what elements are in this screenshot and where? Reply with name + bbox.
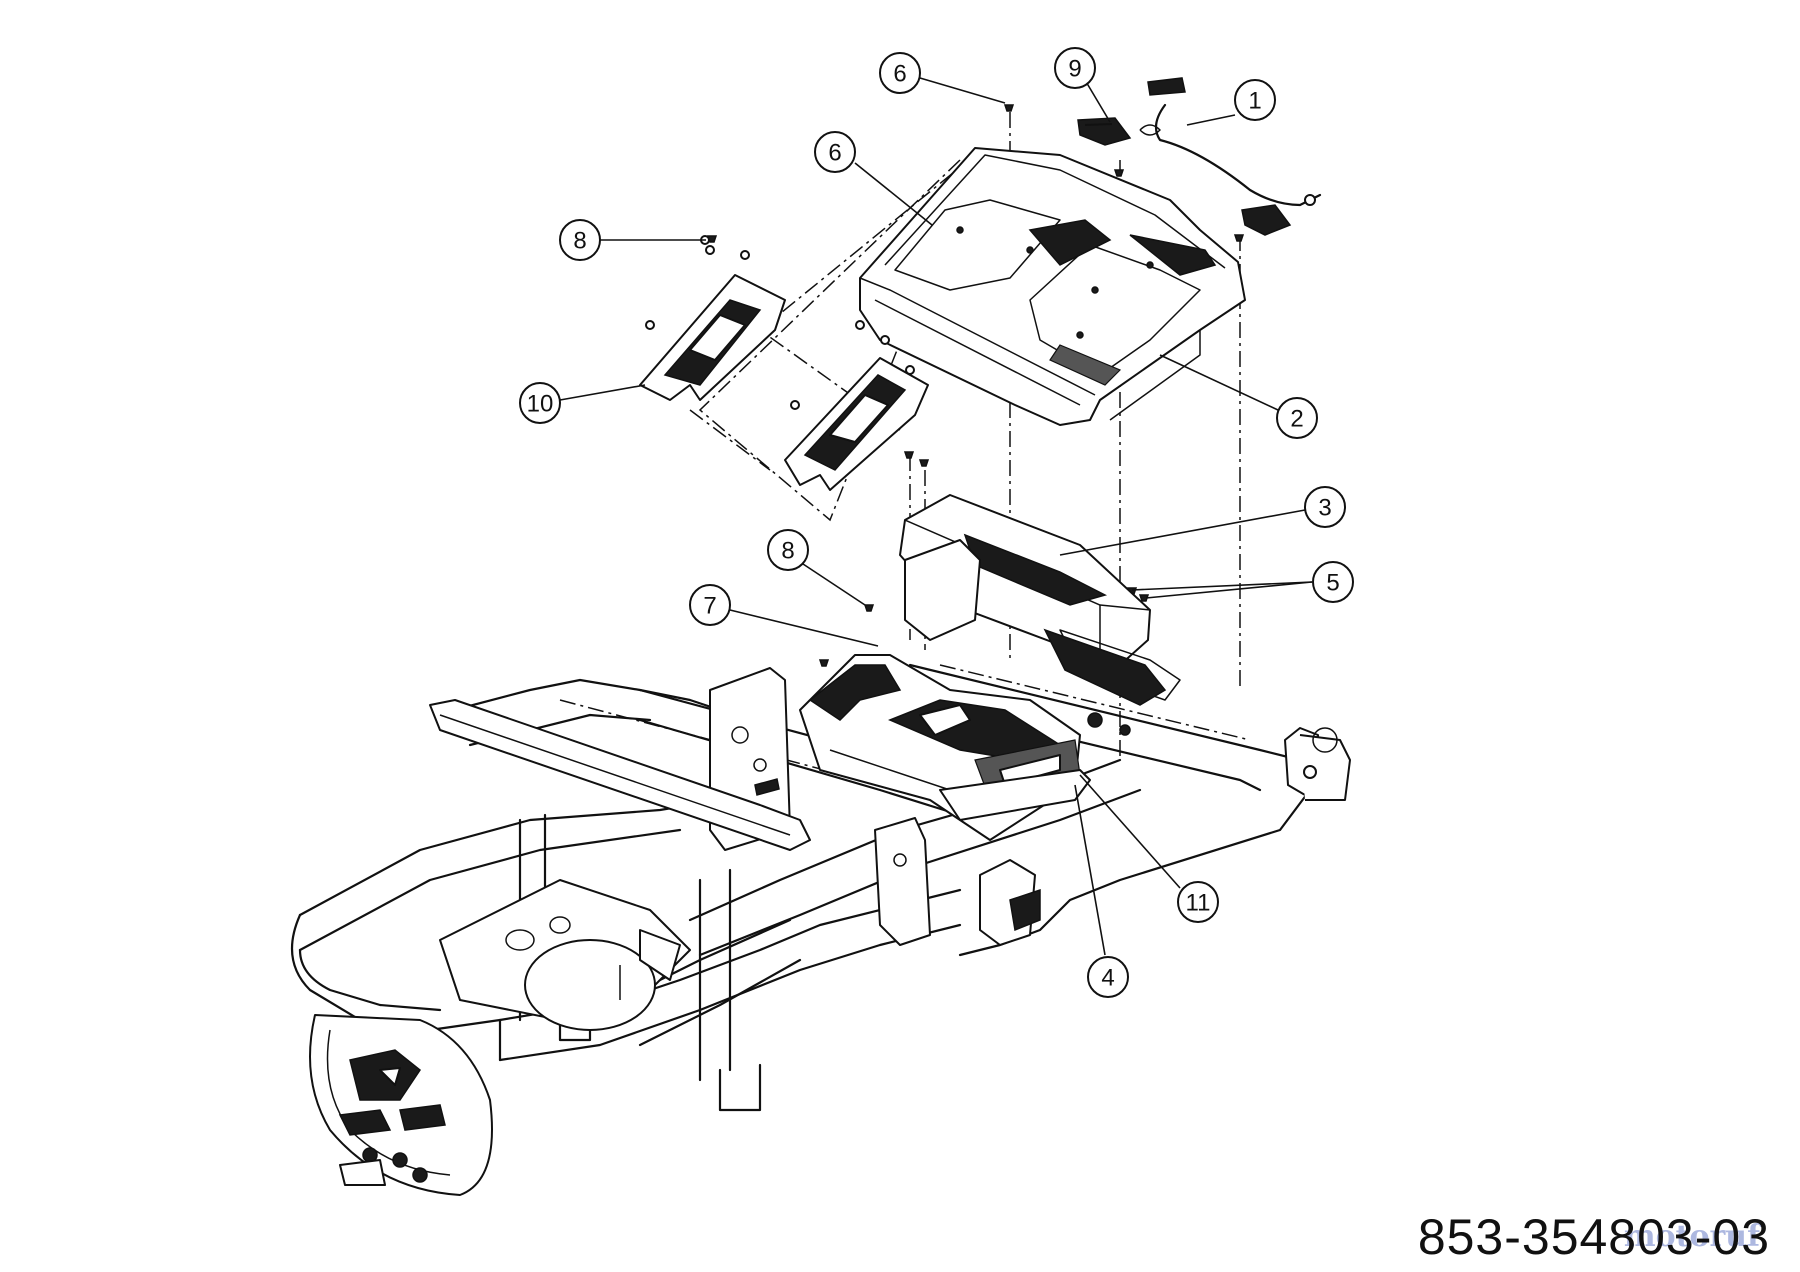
floor-cover-part-2 (859, 147, 1246, 426)
front-bumper-bar (429, 699, 811, 851)
svg-text:6: 6 (893, 61, 906, 88)
svg-text:8: 8 (573, 228, 586, 255)
svg-text:2: 2 (1290, 406, 1303, 433)
svg-text:5: 5 (1326, 570, 1339, 597)
callout-3: 3 (1304, 486, 1346, 528)
callout-5: 5 (1312, 561, 1354, 603)
callout-6-second: 6 (814, 131, 856, 173)
watermark-logo: motoruf (1623, 1219, 1760, 1254)
svg-text:4: 4 (1101, 965, 1114, 992)
callout-4: 4 (1087, 956, 1129, 998)
front-nose-cover (309, 1014, 493, 1196)
svg-text:9: 9 (1068, 56, 1081, 83)
svg-text:11: 11 (1186, 890, 1211, 917)
callouts: 1 2 3 4 5 6 (519, 47, 1354, 998)
callout-8-upper: 8 (559, 219, 601, 261)
svg-text:8: 8 (781, 538, 794, 565)
callout-1: 1 (1234, 79, 1276, 121)
svg-text:7: 7 (703, 593, 716, 620)
callout-8-lower: 8 (767, 529, 809, 571)
svg-text:10: 10 (527, 391, 554, 418)
frame-assembly (290, 539, 1351, 1112)
rear-right-components (979, 712, 1131, 946)
svg-text:1: 1 (1248, 88, 1261, 115)
callout-10: 10 (519, 382, 561, 424)
callout-9: 9 (1054, 47, 1096, 89)
foot-pad-upper-part-10 (639, 235, 786, 401)
handle-brackets-part-9 (1077, 77, 1292, 236)
cross-member-part-3 (899, 494, 1181, 706)
svg-text:6: 6 (828, 140, 841, 167)
diagram-part-number: 853-354803-03 (1417, 1209, 1770, 1265)
cable-part-1 (1139, 103, 1322, 207)
foot-pad-lower-part-10 (784, 320, 929, 491)
callout-2: 2 (1276, 397, 1318, 439)
svg-text:3: 3 (1318, 495, 1331, 522)
callout-7: 7 (689, 584, 731, 626)
fasteners (706, 104, 1245, 667)
callout-6-top: 6 (879, 52, 921, 94)
callout-11: 11 (1177, 881, 1219, 923)
step-plate-part-4 (799, 654, 1091, 841)
engine-mount-plate (439, 879, 691, 1031)
